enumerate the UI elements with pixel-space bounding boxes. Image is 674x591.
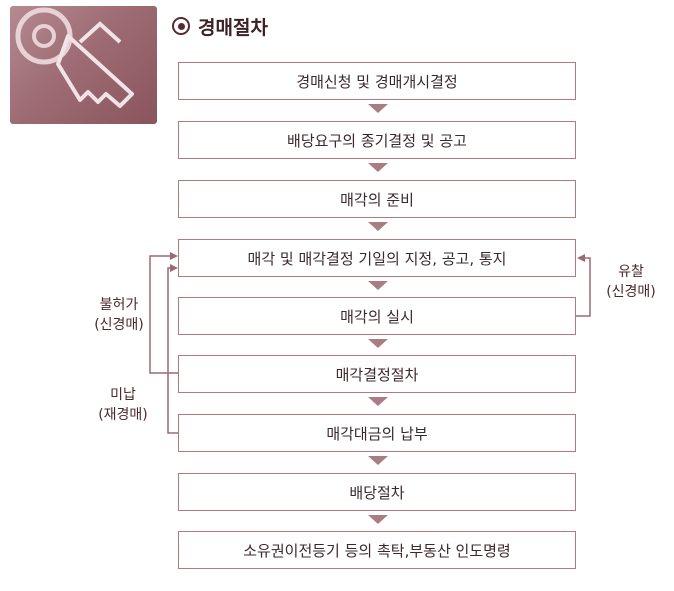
failed-bid-label: 유찰 (신경매)	[596, 262, 666, 302]
step-distribution-demand: 배당요구의 종기결정 및 공고	[178, 121, 576, 159]
rejection-label: 불허가 (신경매)	[84, 295, 154, 335]
rejection-label-line2: (신경매)	[94, 317, 144, 333]
rejection-loop	[149, 255, 178, 374]
rejection-label-line1: 불허가	[99, 297, 139, 313]
down-arrow-icon	[368, 281, 388, 290]
unpaid-label-line1: 미납	[110, 387, 136, 403]
down-arrow-icon	[368, 222, 388, 231]
failed-bid-loop	[576, 257, 591, 317]
down-arrow-icon	[368, 515, 388, 524]
title-text: 경매절차	[198, 16, 268, 39]
step-sale-execution: 매각의 실시	[178, 297, 576, 335]
failed-bid-arrowhead	[577, 254, 585, 262]
unpaid-label-line2: (재경매)	[98, 407, 148, 423]
bullet-icon	[172, 17, 190, 35]
step-sale-date-designation: 매각 및 매각결정 기일의 지정, 공고, 통지	[178, 239, 576, 277]
step-payment: 매각대금의 납부	[178, 414, 576, 452]
unpaid-label: 미납 (재경매)	[88, 385, 158, 425]
down-arrow-icon	[368, 456, 388, 465]
logo-tile	[10, 6, 157, 124]
step-sale-decision: 매각결정절차	[178, 355, 576, 393]
step-registration-delivery: 소유권이전등기 등의 촉탁,부동산 인도명령	[178, 531, 576, 569]
down-arrow-icon	[368, 104, 388, 113]
page-title: 경매절차	[172, 12, 268, 40]
failed-bid-label-line1: 유찰	[618, 264, 644, 280]
down-arrow-icon	[368, 397, 388, 406]
failed-bid-label-line2: (신경매)	[606, 284, 656, 300]
unpaid-loop	[167, 267, 178, 434]
unpaid-arrowhead	[170, 264, 178, 272]
rejection-arrowhead	[170, 252, 178, 260]
house-key-icon	[15, 7, 134, 108]
step-distribution: 배당절차	[178, 473, 576, 511]
down-arrow-icon	[368, 339, 388, 348]
step-sale-preparation: 매각의 준비	[178, 180, 576, 218]
step-auction-application: 경매신청 및 경매개시결정	[178, 62, 576, 100]
down-arrow-icon	[368, 163, 388, 172]
